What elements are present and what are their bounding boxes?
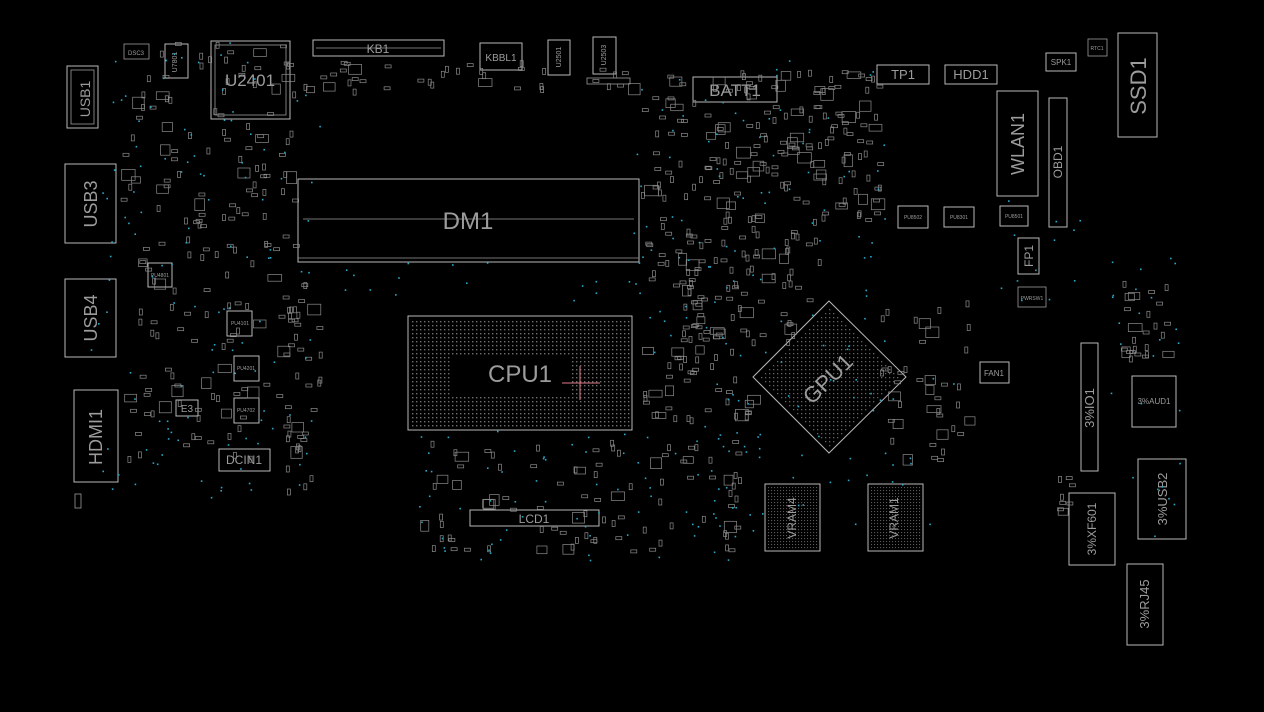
pad-row-u2503 [586,77,631,85]
label-hdmi1: HDMI1 [86,409,106,465]
label-xf601: 3%XF601 [1085,502,1099,555]
label-spk1: SPK1 [1051,58,1072,67]
chip-pu8502[interactable]: PU8502 [897,205,929,229]
label-usb4: USB4 [81,294,101,341]
label-u2503: U2503 [601,45,608,66]
label-pu8301: PU8301 [950,215,968,221]
cpu1-die-area [452,356,572,396]
label-u7801: U7801 [172,52,179,73]
label-gpu1: GPU1 [798,349,858,409]
connector-hdmi1[interactable]: HDMI1 [73,389,119,483]
label-dcin1: DCIN1 [226,453,262,467]
gpu1-ball-grid [761,309,899,447]
label-vram1: VRAM1 [887,497,901,539]
chip-pu4801[interactable]: PU4801 [147,262,173,288]
chip-pu4101[interactable]: PU4101 [226,310,253,337]
label-ssd1: SSD1 [1126,57,1151,114]
chip-vram1[interactable]: VRAM1 [867,483,924,552]
connector-usb2[interactable]: 3%USB2 [1137,458,1187,540]
label-fan1: FAN1 [984,369,1005,378]
passive-components [120,41,1175,555]
connector-kb1[interactable]: KB1 [312,39,445,57]
label-e3: E3 [181,404,194,415]
connector-usb4[interactable]: USB4 [64,278,117,358]
label-kbbl1: KBBL1 [485,53,517,64]
label-hdd1: HDD1 [953,67,988,82]
label-dsc3: DSC3 [128,51,145,57]
connector-fp1[interactable]: FP1 [1017,237,1040,275]
label-usb1: USB1 [77,81,93,118]
chip-vram4[interactable]: VRAM4 [764,483,821,552]
label-io1: 3%IO1 [1082,388,1097,428]
label-aud1: 3%AUD1 [1138,397,1171,406]
connector-lcd1[interactable]: LCD1 [469,509,600,527]
chip-pu8301[interactable]: PU8301 [943,206,975,228]
label-rtc1: RTC1 [1091,46,1104,52]
label-vram4: VRAM4 [785,497,799,539]
label-tp1: TP1 [891,67,915,82]
component-pwrsw1[interactable]: PWRSW1 [1017,286,1047,308]
label-fp1: FP1 [1022,245,1036,267]
component-e3[interactable]: E3 [175,399,199,417]
chip-u2501[interactable]: U2501 [547,39,571,76]
label-cpu1: CPU1 [488,361,552,388]
label-usb2: 3%USB2 [1155,473,1170,526]
label-lcd1: LCD1 [519,512,550,526]
vram4-ball-grid [768,487,818,549]
connector-obd1[interactable]: OBD1 [1048,97,1068,228]
label-obd1: OBD1 [1051,145,1065,178]
label-u2401: U2401 [225,71,275,90]
connector-xf601[interactable]: 3%XF601 [1068,492,1116,566]
chip-gpu1[interactable]: GPU1 [752,300,907,454]
connector-hdd1[interactable]: HDD1 [944,64,998,85]
connector-kbbl1[interactable]: KBBL1 [479,42,523,71]
vram1-ball-grid [871,487,921,549]
connector-rtc1[interactable]: RTC1 [1087,38,1108,57]
label-pu4101: PU4101 [231,321,249,327]
label-pu8501: PU8501 [1005,214,1023,220]
label-pu8502: PU8502 [904,215,922,221]
connector-spk1[interactable]: SPK1 [1045,52,1077,72]
chip-pu4201[interactable]: PU4201 [233,355,260,382]
label-kb1: KB1 [367,42,390,56]
label-usb3: USB3 [81,180,101,227]
label-pu4801: PU4801 [151,273,169,279]
component-dsc3[interactable]: DSC3 [123,43,150,60]
connector-batt1[interactable]: BATT1 [692,76,778,103]
chip-u7801[interactable]: U7801 [164,43,189,79]
connector-dcin1[interactable]: DCIN1 [218,448,271,472]
connector-ssd1[interactable]: SSD1 [1117,32,1158,138]
chip-pu8501[interactable]: PU8501 [999,205,1029,227]
pad-hdmi-tab [74,493,82,509]
chip-pu4702[interactable]: PU4702 [233,397,260,424]
connector-io1[interactable]: 3%IO1 [1080,342,1099,472]
chip-u2503[interactable]: U2503 [592,36,617,75]
connector-aud1[interactable]: 3%AUD1 [1131,375,1177,428]
test-points [90,42,1181,562]
label-pu4702: PU4702 [237,408,255,414]
label-pu4201: PU4201 [237,366,255,372]
label-pwrsw1: PWRSW1 [1021,296,1044,302]
connector-tp1[interactable]: TP1 [876,64,930,85]
label-batt1: BATT1 [709,81,761,100]
label-wlan1: WLAN1 [1008,113,1028,175]
connector-fan1[interactable]: FAN1 [979,361,1010,384]
label-dm1: DM1 [443,208,494,235]
label-u2501: U2501 [556,47,563,68]
connector-usb1[interactable]: USB1 [66,65,99,129]
connector-wlan1[interactable]: WLAN1 [996,90,1039,197]
socket-dm1[interactable]: DM1 [297,178,640,263]
connector-usb3[interactable]: USB3 [64,163,117,244]
connector-rj45[interactable]: 3%RJ45 [1126,563,1164,646]
chip-u2401[interactable]: U2401 [210,40,291,120]
label-rj45: 3%RJ45 [1137,579,1152,628]
chip-cpu1[interactable]: CPU1 [407,315,633,431]
